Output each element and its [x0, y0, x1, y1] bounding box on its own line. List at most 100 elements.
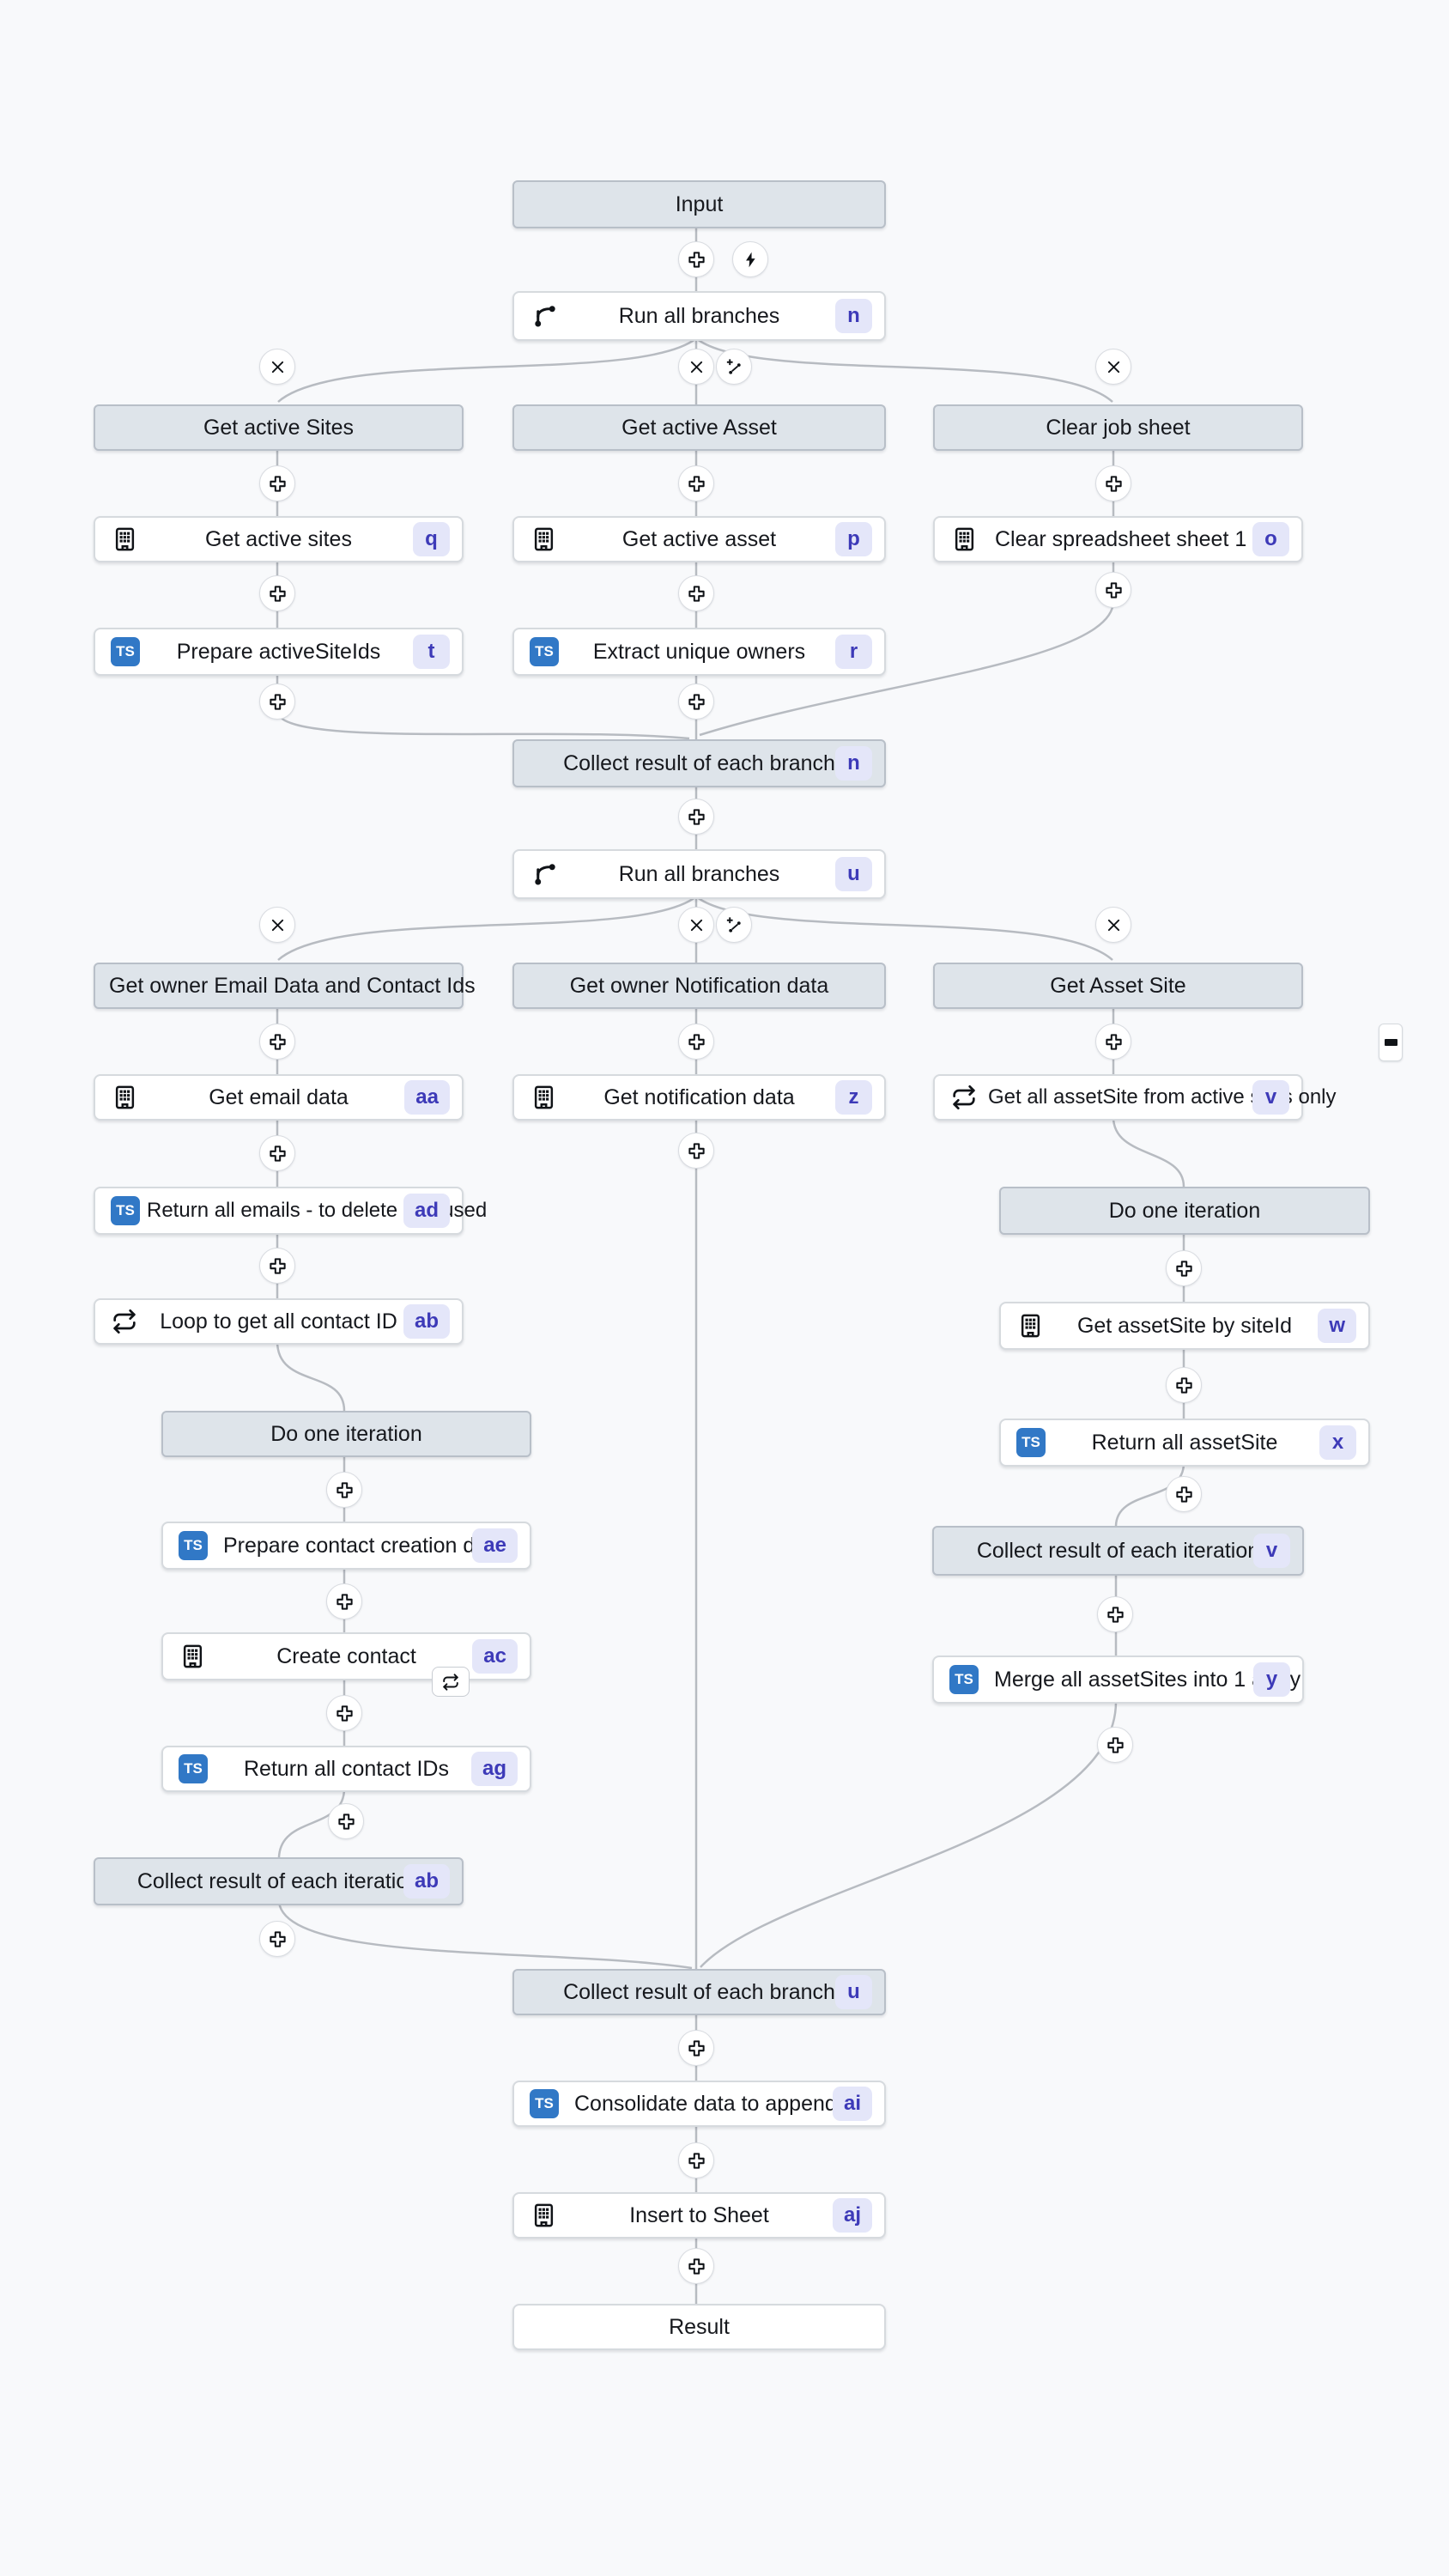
group-get-active-sites[interactable]: Get active Sites: [94, 404, 464, 451]
node-extract-unique-owners[interactable]: TS Extract unique owners r: [512, 628, 886, 676]
add-step-button[interactable]: [1166, 1367, 1202, 1403]
add-step-button[interactable]: [259, 1135, 295, 1171]
remove-branch-button[interactable]: [1095, 907, 1131, 943]
add-step-button[interactable]: [1097, 1727, 1133, 1763]
node-label: Create contact: [276, 1643, 416, 1668]
add-step-button[interactable]: [326, 1583, 362, 1619]
add-step-button[interactable]: [678, 1133, 714, 1169]
group-clear-job-sheet[interactable]: Clear job sheet: [933, 404, 1303, 451]
add-step-button[interactable]: [1166, 1250, 1202, 1286]
node-collect-branch-u[interactable]: Collect result of each branch u: [512, 1969, 886, 2015]
node-prepare-activesiteids[interactable]: TS Prepare activeSiteIds t: [94, 628, 464, 676]
add-step-button[interactable]: [678, 241, 714, 277]
remove-branch-button[interactable]: [259, 907, 295, 943]
add-step-button[interactable]: [259, 1024, 295, 1060]
node-label: Extract unique owners: [592, 639, 806, 664]
add-step-button[interactable]: [1166, 1476, 1202, 1512]
add-step-button[interactable]: [259, 1248, 295, 1284]
node-label: Loop to get all contact ID: [160, 1309, 397, 1334]
add-step-button[interactable]: [326, 1472, 362, 1508]
node-return-all-contact-ids[interactable]: TS Return all contact IDs ag: [161, 1746, 531, 1792]
node-input[interactable]: Input: [512, 180, 886, 228]
add-step-button[interactable]: [678, 2248, 714, 2284]
node-label: Get email data: [209, 1084, 349, 1109]
remove-branch-button[interactable]: [678, 349, 714, 385]
node-run-all-branches-1[interactable]: Run all branches n: [512, 291, 886, 341]
node-consolidate-data[interactable]: TS Consolidate data to append ai: [512, 2081, 886, 2127]
node-badge: ac: [472, 1639, 518, 1674]
add-step-button[interactable]: [259, 575, 295, 611]
loop-icon: [111, 1308, 138, 1335]
node-get-assetsite-by-siteid[interactable]: Get assetSite by siteId w: [999, 1302, 1370, 1350]
node-label: Insert to Sheet: [629, 2202, 769, 2227]
node-merge-assetsites[interactable]: TS Merge all assetSites into 1 array y: [932, 1656, 1304, 1704]
add-step-button[interactable]: [259, 465, 295, 501]
add-step-button[interactable]: [326, 1695, 362, 1731]
add-step-button[interactable]: [259, 1921, 295, 1957]
remove-branch-button[interactable]: [678, 907, 714, 943]
typescript-icon: TS: [179, 1531, 208, 1560]
add-branch-button[interactable]: [716, 349, 752, 385]
add-step-button[interactable]: [1095, 572, 1131, 608]
node-run-all-branches-2[interactable]: Run all branches u: [512, 849, 886, 899]
add-step-button[interactable]: [328, 1803, 364, 1839]
node-clear-spreadsheet-sheet-1[interactable]: Clear spreadsheet sheet 1 o: [933, 516, 1303, 562]
branch-icon: [530, 301, 561, 331]
group-label: Get owner Email Data and Contact Ids: [109, 973, 476, 998]
remove-branch-button[interactable]: [1095, 349, 1131, 385]
add-step-button[interactable]: [678, 575, 714, 611]
add-step-button[interactable]: [678, 799, 714, 835]
node-prepare-contact-creation[interactable]: TS Prepare contact creation data ae: [161, 1522, 531, 1570]
node-return-all-assetsite[interactable]: TS Return all assetSite x: [999, 1419, 1370, 1467]
node-insert-to-sheet[interactable]: Insert to Sheet aj: [512, 2192, 886, 2239]
node-label: Result: [669, 2314, 730, 2339]
node-collect-result-branch-n[interactable]: Collect result of each branch n: [512, 739, 886, 787]
node-get-all-assetsite[interactable]: Get all assetSite from active sites only…: [933, 1074, 1337, 1121]
node-collect-iteration-ab[interactable]: Collect result of each iteration ab: [94, 1857, 464, 1905]
minus-icon: [1385, 1039, 1397, 1046]
node-label: Input: [675, 191, 724, 216]
add-step-button[interactable]: [1097, 1596, 1133, 1632]
node-result[interactable]: Result: [512, 2304, 886, 2350]
retry-loop-icon[interactable]: [432, 1667, 470, 1697]
group-get-owner-notification[interactable]: Get owner Notification data: [512, 963, 886, 1009]
add-step-button[interactable]: [678, 1024, 714, 1060]
node-loop-get-contact-id[interactable]: Loop to get all contact ID ab: [94, 1298, 464, 1345]
node-return-all-emails[interactable]: TS Return all emails - to delete if unus…: [94, 1187, 487, 1235]
trigger-run-button[interactable]: [732, 241, 768, 277]
node-label: Get active sites: [205, 526, 352, 551]
node-badge: p: [835, 522, 872, 556]
node-create-contact[interactable]: Create contact ac: [161, 1632, 531, 1680]
node-collect-iteration-v[interactable]: Collect result of each iteration v: [932, 1526, 1304, 1576]
node-label: Clear spreadsheet sheet 1: [995, 526, 1247, 551]
group-do-one-iteration-left[interactable]: Do one iteration: [161, 1411, 531, 1457]
remove-branch-button[interactable]: [259, 349, 295, 385]
group-get-asset-site[interactable]: Get Asset Site: [933, 963, 1303, 1009]
collapsed-widget[interactable]: [1379, 1024, 1403, 1061]
node-badge: n: [835, 299, 872, 333]
add-step-button[interactable]: [678, 2142, 714, 2178]
node-get-notification-data[interactable]: Get notification data z: [512, 1074, 886, 1121]
node-get-email-data[interactable]: Get email data aa: [94, 1074, 464, 1121]
group-get-active-asset[interactable]: Get active Asset: [512, 404, 886, 451]
add-step-button[interactable]: [1095, 465, 1131, 501]
group-get-owner-email[interactable]: Get owner Email Data and Contact Ids: [94, 963, 476, 1009]
group-do-one-iteration-right[interactable]: Do one iteration: [999, 1187, 1370, 1235]
node-badge: ae: [472, 1528, 518, 1563]
add-step-button[interactable]: [678, 465, 714, 501]
node-get-active-sites[interactable]: Get active sites q: [94, 516, 464, 562]
add-step-button[interactable]: [1095, 1024, 1131, 1060]
add-step-button[interactable]: [259, 683, 295, 720]
node-get-active-asset[interactable]: Get active asset p: [512, 516, 886, 562]
typescript-icon: TS: [530, 2089, 559, 2118]
node-label: Prepare contact creation data: [223, 1533, 505, 1558]
add-branch-button[interactable]: [716, 907, 752, 943]
node-label: Run all branches: [618, 861, 780, 886]
node-label: Get notification data: [603, 1084, 795, 1109]
add-step-button[interactable]: [678, 2030, 714, 2066]
add-step-button[interactable]: [678, 683, 714, 720]
group-label: Get Asset Site: [1050, 973, 1186, 998]
loop-icon: [950, 1084, 978, 1111]
